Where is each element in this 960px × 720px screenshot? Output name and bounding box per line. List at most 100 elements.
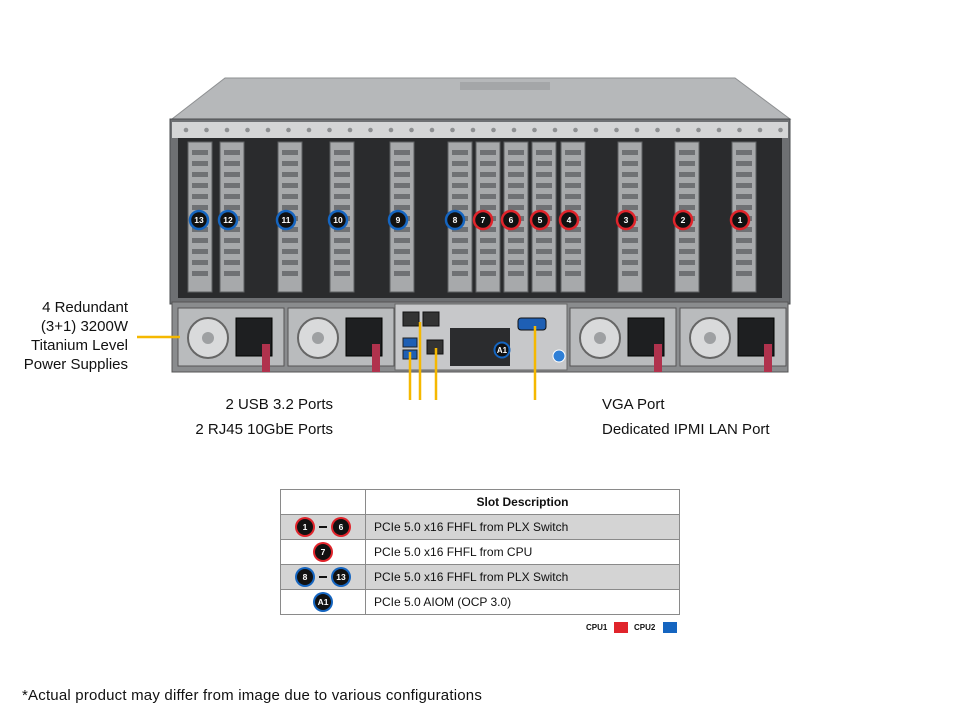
vent-slot (394, 271, 410, 276)
vent-slot (565, 172, 581, 177)
vent-slot (622, 205, 638, 210)
vent-slot (536, 172, 552, 177)
vent-slot (452, 260, 468, 265)
psu-label-line-1: 4 Redundant (42, 299, 128, 316)
slot-badge-label: 10 (333, 215, 343, 225)
vent-slot (334, 150, 350, 155)
vent-slot (394, 161, 410, 166)
vent-slot (536, 260, 552, 265)
rj45-callout-label: 2 RJ45 10GbE Ports (195, 421, 333, 438)
slot-badge-circle (275, 209, 297, 231)
slot-badge-circle (500, 209, 522, 231)
slot-badge-circle (615, 209, 637, 231)
vent-slot (622, 150, 638, 155)
vent-slot (536, 227, 552, 232)
vent-slot (736, 161, 752, 166)
vent-slot (224, 271, 240, 276)
vent-slot (282, 194, 298, 199)
vent-slot (679, 183, 695, 188)
ipmi-callout-label: Dedicated IPMI LAN Port (602, 421, 770, 438)
vent-slot (452, 271, 468, 276)
vent-slot (736, 271, 752, 276)
vent-slot (565, 194, 581, 199)
vent-slot (565, 205, 581, 210)
vent-slot (536, 238, 552, 243)
slot-badge-label: 9 (396, 215, 401, 225)
vent-slot (224, 150, 240, 155)
vent-slot (480, 271, 496, 276)
screw-hole (716, 127, 722, 133)
vent-slot (679, 238, 695, 243)
vent-slot (508, 238, 524, 243)
power-inlet (627, 317, 665, 357)
vent-slot (622, 194, 638, 199)
vent-slot (622, 238, 638, 243)
screw-hole (183, 127, 189, 133)
slot-badge-2: 2 (672, 209, 694, 231)
vent-slot (334, 194, 350, 199)
vent-slot (508, 150, 524, 155)
psu-handle (764, 344, 772, 372)
slot-description: PCIe 5.0 x16 FHFL from PLX Switch (365, 564, 680, 590)
vent-slot (565, 260, 581, 265)
vent-slot (394, 238, 410, 243)
vent-slot (192, 271, 208, 276)
legend-cpu1-label: CPU1 (586, 623, 608, 632)
vent-slot (480, 205, 496, 210)
vent-slot (224, 205, 240, 210)
slot-badge-circle (327, 209, 349, 231)
vent-slot (334, 161, 350, 166)
vent-slot (736, 249, 752, 254)
vent-slot (679, 249, 695, 254)
legend-cpu1-swatch (614, 622, 628, 633)
vent-slot (480, 194, 496, 199)
slot-badge-circle (529, 209, 551, 231)
slot-badge-6: 6 (500, 209, 522, 231)
vent-slot (679, 205, 695, 210)
slot-badge-circle (188, 209, 210, 231)
screw-hole (675, 127, 681, 133)
vent-slot (224, 249, 240, 254)
usb-callout-label: 2 USB 3.2 Ports (225, 396, 333, 413)
slot-badge-to: 13 (333, 569, 349, 585)
rj45-port-1 (402, 311, 420, 327)
legend-cpu2-swatch (663, 622, 677, 633)
vent-slot (282, 249, 298, 254)
slot-range-cell: 8 13 (280, 564, 366, 590)
vent-slot (508, 260, 524, 265)
vent-slot (480, 150, 496, 155)
screw-hole (368, 127, 373, 133)
ipmi-callout-line (434, 348, 438, 400)
slot-badge-4: 4 (558, 209, 580, 231)
vent-slot (508, 227, 524, 232)
vent-slot (622, 172, 638, 177)
vent-slot (452, 150, 468, 155)
vent-slot (736, 194, 752, 199)
usb-callout-line (408, 352, 412, 400)
vent-slot (536, 249, 552, 254)
power-inlet (737, 317, 775, 357)
vent-slot (334, 238, 350, 243)
vent-slot (452, 172, 468, 177)
vent-slot (679, 161, 695, 166)
vga-callout-line (533, 326, 537, 400)
slot-badge-9: 9 (387, 209, 409, 231)
vent-slot (480, 161, 496, 166)
vga-port (517, 317, 547, 331)
screw-hole (778, 127, 783, 133)
vent-slot (536, 150, 552, 155)
slot-badge-label: 7 (481, 215, 486, 225)
screw-hole (634, 127, 640, 133)
vent-slot (480, 227, 496, 232)
vga-callout-label: VGA Port (602, 396, 665, 413)
slot-badge-from: 8 (297, 569, 313, 585)
slot-description: PCIe 5.0 x16 FHFL from PLX Switch (365, 514, 680, 540)
slot-badge-circle (444, 209, 466, 231)
slot-range-cell: A1 (280, 589, 366, 615)
screw-hole (204, 127, 209, 133)
screw-hole (409, 127, 414, 133)
slot-badge-label: 6 (509, 215, 514, 225)
rj45-port-2 (422, 311, 440, 327)
screw-hole (532, 127, 537, 133)
